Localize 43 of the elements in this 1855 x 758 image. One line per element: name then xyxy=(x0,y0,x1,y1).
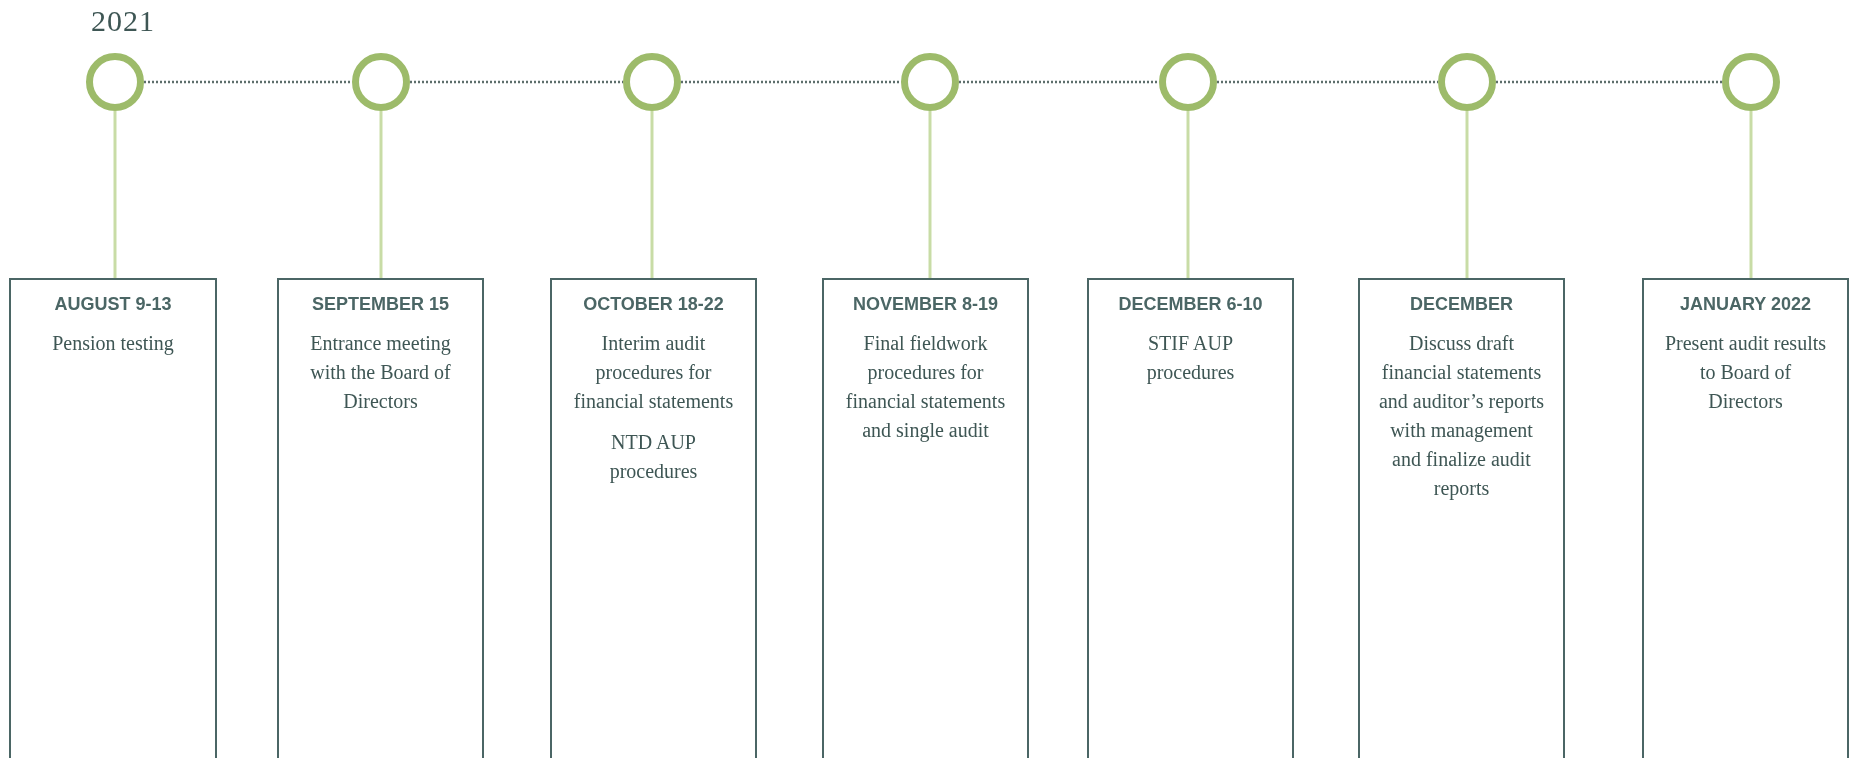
dotted-connector xyxy=(1496,80,1722,84)
date-heading: DECEMBER xyxy=(1409,293,1514,316)
task-description: Final fieldwork procedures for financial statements and single audit xyxy=(844,331,1007,444)
timeline-circle xyxy=(623,53,681,111)
dotted-connector xyxy=(959,80,1159,84)
dotted-connector xyxy=(1217,80,1438,84)
dotted-connector xyxy=(410,80,623,84)
connector-line xyxy=(928,111,932,278)
milestone-card xyxy=(1642,278,1849,758)
connector-line xyxy=(1749,111,1753,278)
date-heading: JANUARY 2022 xyxy=(1678,293,1813,316)
date-heading: AUGUST 9-13 xyxy=(53,293,173,316)
timeline-circle xyxy=(1722,53,1780,111)
connector-line xyxy=(113,111,117,278)
task-description: Discuss draft financial statements and auditor’s reports with management and finalize audit reports xyxy=(1378,331,1545,502)
milestone-card xyxy=(822,278,1029,758)
task-description: Interim audit procedures for financial statements xyxy=(572,331,735,414)
connector-line xyxy=(1186,111,1190,278)
dotted-connector xyxy=(144,80,352,84)
task-description: NTD AUP procedures xyxy=(608,430,699,485)
dotted-connector xyxy=(681,80,901,84)
timeline-circle xyxy=(86,53,144,111)
milestone-card xyxy=(550,278,757,758)
task-description: Present audit results to Board of Directors xyxy=(1663,331,1828,414)
milestone-card xyxy=(277,278,484,758)
timeline-circle xyxy=(1159,53,1217,111)
date-heading: SEPTEMBER 15 xyxy=(310,293,450,316)
year-label: 2021 xyxy=(91,4,155,38)
connector-line xyxy=(1465,111,1469,278)
connector-line xyxy=(379,111,383,278)
task-description: Entrance meeting with the Board of Directors xyxy=(309,331,452,414)
connector-line xyxy=(650,111,654,278)
milestone-card xyxy=(1087,278,1294,758)
timeline-circle xyxy=(1438,53,1496,111)
date-heading: DECEMBER 6-10 xyxy=(1117,293,1264,316)
task-description: Pension testing xyxy=(51,331,175,357)
task-description: STIF AUP procedures xyxy=(1145,331,1236,386)
timeline-circle xyxy=(901,53,959,111)
timeline-circle xyxy=(352,53,410,111)
date-heading: NOVEMBER 8-19 xyxy=(851,293,999,316)
milestone-card xyxy=(9,278,217,758)
date-heading: OCTOBER 18-22 xyxy=(582,293,725,316)
milestone-card xyxy=(1358,278,1565,758)
